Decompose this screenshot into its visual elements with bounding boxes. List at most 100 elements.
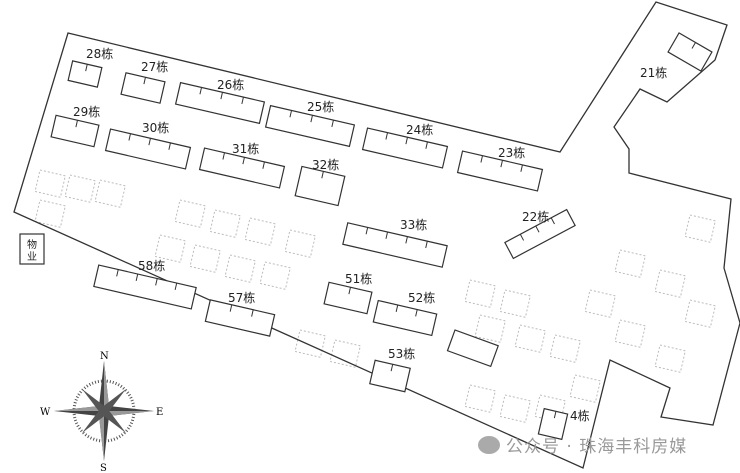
building-notch — [348, 287, 351, 295]
building-notch — [365, 227, 369, 235]
building-23栋[interactable]: 23栋 — [456, 145, 544, 192]
building-notch — [262, 161, 265, 169]
building-label: 57栋 — [228, 290, 255, 305]
parking-outline — [499, 394, 531, 423]
building-notch — [241, 97, 244, 105]
building-notch — [143, 77, 146, 85]
building-53栋[interactable]: 53栋 — [369, 346, 416, 393]
building-52栋[interactable]: 52栋 — [372, 290, 438, 337]
parking-outline — [464, 384, 496, 413]
building-label: 33栋 — [400, 217, 427, 232]
building-notch — [385, 231, 389, 239]
building-notch — [691, 42, 696, 49]
building-notch — [425, 241, 428, 249]
building-footprint — [120, 72, 166, 104]
building-label: 32栋 — [312, 157, 339, 172]
building-notch — [480, 155, 483, 163]
parking-outlines — [34, 169, 716, 423]
compass-w: W — [40, 407, 51, 418]
building-22栋[interactable]: 22栋 — [504, 208, 576, 260]
parking-outline — [464, 279, 496, 308]
building-notch — [251, 309, 254, 317]
parking-outline — [329, 339, 361, 368]
parking-outline — [654, 269, 686, 298]
building-27栋[interactable]: 27栋 — [120, 59, 168, 104]
building-notch — [553, 411, 557, 419]
parking-outline — [684, 299, 716, 328]
compass-n: N — [100, 351, 109, 362]
building-21栋[interactable]: 21栋 — [640, 32, 713, 80]
building-notch — [390, 364, 394, 372]
compass-s: S — [100, 463, 107, 473]
building-notch — [310, 115, 313, 123]
building-footprint — [104, 128, 192, 170]
building-notch — [405, 236, 408, 244]
building-footprint — [323, 281, 373, 315]
watermark-text: 公众号 · 珠海丰科房媒 — [506, 437, 688, 457]
building-32栋[interactable]: 32栋 — [294, 157, 346, 207]
compass-rose: N S W E — [40, 351, 163, 473]
building-26栋[interactable]: 26栋 — [174, 77, 266, 125]
property-office-label-1: 物 — [27, 238, 37, 251]
building-label: 23栋 — [498, 145, 525, 160]
building-notch — [135, 273, 139, 281]
building-label: 27栋 — [141, 59, 168, 74]
parking-outline — [34, 169, 66, 198]
building-24栋[interactable]: 24栋 — [361, 122, 449, 169]
parking-outline — [224, 254, 256, 283]
building-notch — [321, 171, 324, 179]
parking-outline — [189, 244, 221, 273]
building-28栋[interactable]: 28栋 — [67, 46, 113, 88]
building-label: 52栋 — [408, 290, 435, 305]
building-notch — [415, 309, 418, 317]
building-notch — [168, 142, 171, 150]
building-51栋[interactable]: 51栋 — [323, 271, 373, 315]
building-notch — [116, 269, 119, 277]
building-58栋[interactable]: 58栋 — [93, 258, 197, 310]
building-footprint — [93, 264, 197, 310]
parking-outline — [614, 249, 646, 278]
parking-outline — [569, 374, 601, 403]
building-footprint — [204, 299, 276, 337]
building-label: 51栋 — [345, 271, 372, 286]
building-notch — [85, 64, 88, 72]
building-notch — [385, 132, 388, 140]
building-31栋[interactable]: 31栋 — [198, 141, 286, 189]
parking-outline — [284, 229, 316, 258]
building-notch — [425, 141, 428, 149]
building-label: 21栋 — [640, 65, 667, 80]
building-30栋[interactable]: 30栋 — [104, 120, 192, 170]
building-notch — [550, 217, 555, 225]
parking-outline — [244, 217, 276, 246]
building-notch — [229, 304, 233, 312]
parking-outline — [654, 344, 686, 373]
parking-outline — [614, 319, 646, 348]
parking-outline — [209, 209, 241, 238]
parking-outline — [94, 179, 126, 208]
building-notch — [395, 304, 399, 312]
building-33栋[interactable]: 33栋 — [342, 217, 448, 268]
parking-outline — [174, 199, 206, 228]
building-25栋[interactable]: 25栋 — [264, 99, 356, 148]
building-29栋[interactable]: 29栋 — [50, 104, 100, 148]
building-footprint — [361, 127, 449, 169]
parking-outline — [549, 334, 581, 363]
building-notch — [520, 164, 523, 172]
building-label: 31栋 — [232, 141, 259, 156]
building-label: 26栋 — [217, 77, 244, 92]
building-notch — [331, 120, 334, 128]
building-notch — [500, 160, 503, 168]
building-notch — [222, 152, 225, 160]
building-footprint — [372, 299, 438, 337]
building-footprint — [369, 359, 411, 393]
building-notch — [75, 120, 78, 128]
building-4栋[interactable]: 4栋 — [537, 407, 590, 441]
parking-outline — [294, 329, 326, 358]
building-57栋[interactable]: 57栋 — [204, 290, 276, 337]
parking-outline — [514, 324, 546, 353]
building-footprint — [50, 114, 100, 148]
parking-outline — [34, 199, 66, 228]
property-office[interactable]: 物 业 — [19, 233, 45, 265]
building-label: 29栋 — [73, 104, 100, 119]
